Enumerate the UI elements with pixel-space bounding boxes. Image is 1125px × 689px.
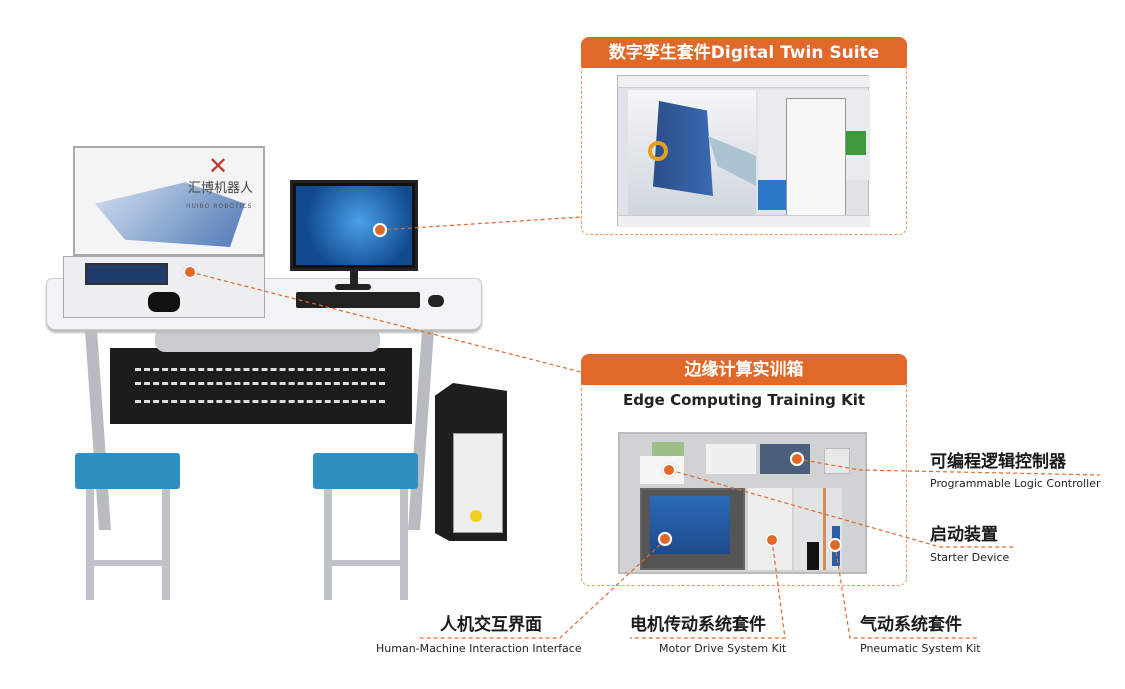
desk-panel bbox=[110, 348, 412, 424]
brand-name-cn: 汇博机器人 bbox=[188, 181, 254, 196]
brand-name-en: HUIBO ROBOTICS bbox=[186, 203, 253, 210]
starter-marker bbox=[662, 463, 676, 477]
kit-screen bbox=[85, 263, 168, 285]
monitor-marker bbox=[373, 223, 387, 237]
brand-logo-icon: ✕ bbox=[207, 152, 229, 180]
stool bbox=[313, 453, 418, 489]
pneumatic-label-en: Pneumatic System Kit bbox=[860, 642, 981, 655]
monitor bbox=[290, 180, 418, 271]
edge-kit-photo bbox=[618, 432, 867, 574]
motor-label-cn: 电机传动系统套件 bbox=[630, 615, 766, 635]
mouse bbox=[428, 295, 444, 307]
motor-marker bbox=[765, 533, 779, 547]
puck bbox=[148, 292, 180, 312]
digital-twin-title: 数字孪生套件Digital Twin Suite bbox=[581, 37, 907, 68]
keyboard bbox=[296, 292, 420, 308]
edge-kit-subtitle: Edge Computing Training Kit bbox=[622, 391, 866, 409]
starter-label-en: Starter Device bbox=[930, 551, 1010, 564]
plc-label-cn: 可编程逻辑控制器 bbox=[930, 452, 1066, 472]
plc-label-en: Programmable Logic Controller bbox=[930, 477, 1101, 490]
hmi-label-cn: 人机交互界面 bbox=[440, 615, 542, 635]
plc-marker bbox=[790, 452, 804, 466]
hmi-marker bbox=[658, 532, 672, 546]
digital-twin-frame bbox=[581, 68, 907, 235]
pneumatic-marker bbox=[828, 538, 842, 552]
hmi-label-en: Human-Machine Interaction Interface bbox=[376, 642, 582, 655]
pneumatic-label-cn: 气动系统套件 bbox=[860, 615, 962, 635]
motor-label-en: Motor Drive System Kit bbox=[659, 642, 787, 655]
stool bbox=[75, 453, 180, 489]
digital-twin-screenshot bbox=[617, 75, 870, 227]
starter-label-cn: 启动装置 bbox=[930, 525, 998, 545]
edge-kit-title: 边缘计算实训箱 bbox=[581, 354, 907, 385]
kit-marker bbox=[183, 265, 197, 279]
